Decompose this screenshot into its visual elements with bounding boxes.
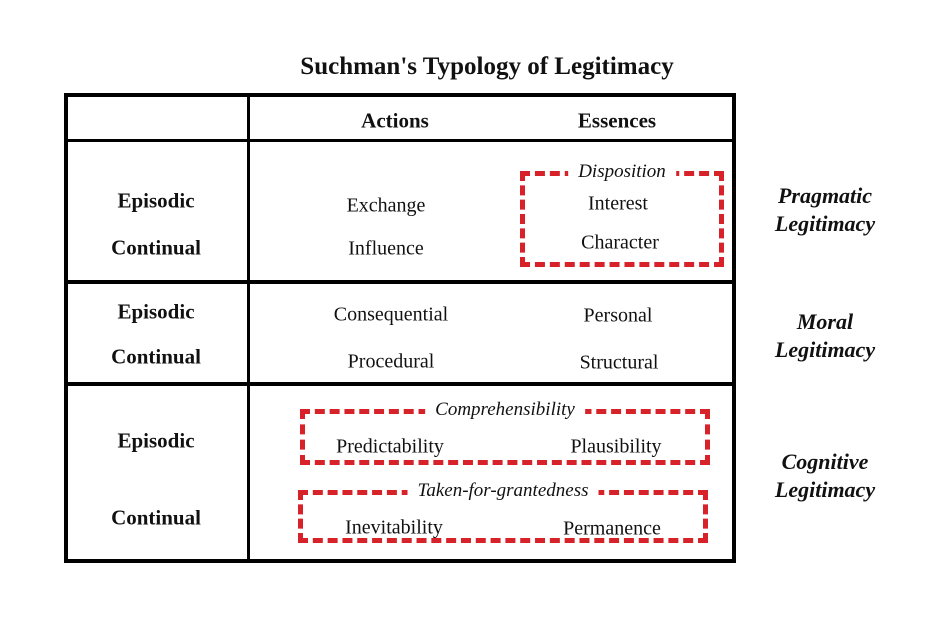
essence-cell-structural: Structural xyxy=(579,351,659,374)
row-label-continual: Continual xyxy=(111,344,201,369)
row-label-continual: Continual xyxy=(111,505,201,530)
group-cell-plausibility: Plausibility xyxy=(570,435,662,458)
action-cell-consequential: Consequential xyxy=(333,303,449,326)
action-cell-exchange: Exchange xyxy=(346,194,426,217)
essence-cell-character: Character xyxy=(581,231,659,254)
taken-for-grantedness-dashed-box: Taken-for-grantedness xyxy=(298,480,708,543)
pragmatic-legitimacy-line-2: Legitimacy xyxy=(774,211,876,236)
group-cell-inevitability: Inevitability xyxy=(345,516,443,539)
header-divider-line xyxy=(64,139,736,142)
cognitive-legitimacy-line-2: Legitimacy xyxy=(774,477,876,502)
row-label-episodic: Episodic xyxy=(117,428,195,453)
pragmatic-legitimacy-label: Pragmatic Legitimacy xyxy=(775,182,875,238)
disposition-group-label: Disposition xyxy=(568,161,676,183)
cognitive-legitimacy-line-1: Cognitive xyxy=(781,449,869,474)
section-divider-line-1 xyxy=(64,280,736,284)
essence-cell-interest: Interest xyxy=(588,192,648,215)
diagram-title: Suchman's Typology of Legitimacy xyxy=(300,53,674,80)
action-cell-procedural: Procedural xyxy=(347,350,435,373)
disposition-dashed-box: Disposition xyxy=(520,161,724,267)
column-header-essences: Essences xyxy=(577,108,657,133)
group-cell-predictability: Predictability xyxy=(336,435,444,458)
row-label-episodic: Episodic xyxy=(117,188,195,213)
column-header-actions: Actions xyxy=(361,108,429,133)
moral-legitimacy-line-1: Moral xyxy=(796,309,854,334)
column-divider-line xyxy=(247,93,250,563)
comprehensibility-group-label: Comprehensibility xyxy=(425,399,585,421)
moral-legitimacy-line-2: Legitimacy xyxy=(774,337,876,362)
row-label-episodic: Episodic xyxy=(117,299,195,324)
group-cell-permanence: Permanence xyxy=(563,517,661,540)
pragmatic-legitimacy-line-1: Pragmatic xyxy=(777,183,873,208)
moral-legitimacy-label: Moral Legitimacy xyxy=(775,308,875,364)
row-label-continual: Continual xyxy=(111,235,201,260)
action-cell-influence: Influence xyxy=(348,237,424,260)
table-outer-border xyxy=(64,93,736,563)
taken-for-grantedness-group-label: Taken-for-grantedness xyxy=(407,480,599,502)
section-divider-line-2 xyxy=(64,382,736,386)
comprehensibility-dashed-box: Comprehensibility xyxy=(300,399,710,465)
cognitive-legitimacy-label: Cognitive Legitimacy xyxy=(775,448,875,504)
essence-cell-personal: Personal xyxy=(583,304,653,327)
